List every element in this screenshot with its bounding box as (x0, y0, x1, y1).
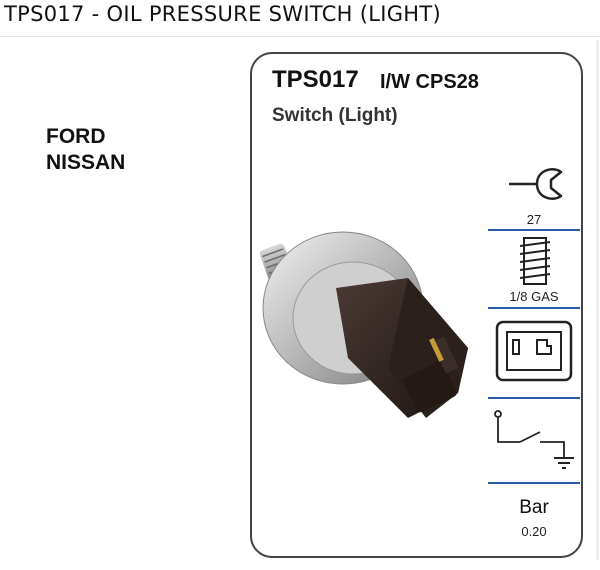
product-photo (259, 231, 468, 418)
make-nissan: NISSAN (46, 151, 126, 174)
switch-circuit-icon (494, 410, 574, 469)
spanner-size: 27 (526, 212, 542, 227)
scroll-edge (596, 40, 599, 560)
product-subtitle: Switch (Light) (272, 105, 398, 126)
connector-housing (336, 278, 468, 418)
vehicle-makes: FORD NISSAN (46, 124, 125, 176)
spec-divider (488, 229, 580, 231)
wrench-icon (509, 168, 563, 200)
spec-divider (488, 482, 580, 484)
title-divider (0, 36, 600, 37)
pressure-unit: Bar (519, 497, 549, 518)
part-number: TPS017 (272, 66, 359, 93)
spec-divider (488, 307, 580, 309)
make-ford: FORD (46, 125, 106, 148)
page-title: TPS017 - OIL PRESSURE SWITCH (LIGHT) (4, 2, 442, 26)
thread-size: 1/8 GAS (509, 289, 559, 304)
connector-icon (495, 320, 573, 382)
pressure-value: 0.20 (521, 524, 547, 539)
spec-divider (488, 397, 580, 399)
cross-reference: I/W CPS28 (380, 71, 479, 93)
thread-icon (519, 237, 551, 285)
